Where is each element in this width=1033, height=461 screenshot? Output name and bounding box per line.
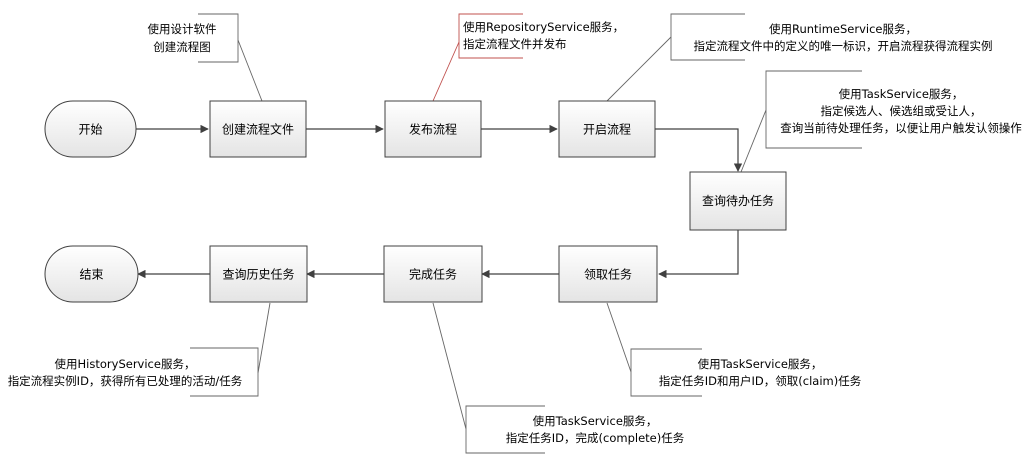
note-claim: 使用TaskService服务， 指定任务ID和用户ID，领取(claim)任务 xyxy=(659,357,862,388)
note-startproc: 使用RuntimeService服务， 指定流程文件中的定义的唯一标识，开启流程… xyxy=(694,22,993,53)
node-deploy-label: 发布流程 xyxy=(409,122,457,137)
node-complete-label: 完成任务 xyxy=(409,267,457,282)
note-history-line-2: 指定流程实例ID，获得所有已处理的活动/任务 xyxy=(8,374,243,388)
note-startproc-line-2: 指定流程文件中的定义的唯一标识，开启流程获得流程实例 xyxy=(694,39,993,53)
bracket-create xyxy=(198,13,239,63)
note-history: 使用HistoryService服务， 指定流程实例ID，获得所有已处理的活动/… xyxy=(8,357,243,388)
arrow-startproc-to-query xyxy=(655,128,743,172)
note-complete: 使用TaskService服务， 指定任务ID，完成(complete)任务 xyxy=(506,414,685,445)
note-query-line-2: 指定候选人、候选组或受让人， xyxy=(821,104,982,118)
note-leaders xyxy=(237,36,767,430)
node-claim: 领取任务 xyxy=(558,245,658,303)
note-deploy-line-2: 指定流程文件并发布 xyxy=(463,37,567,51)
node-query-label: 查询待办任务 xyxy=(702,193,774,208)
bracket-history xyxy=(190,347,259,397)
leader-query xyxy=(740,109,767,173)
node-create: 创建流程文件 xyxy=(209,100,307,158)
bracket-claim xyxy=(630,348,702,397)
bracket-deploy xyxy=(458,13,523,59)
note-deploy-line-1: 使用RepositoryService服务， xyxy=(463,20,624,34)
note-startproc-line-1: 使用RuntimeService服务， xyxy=(769,22,917,36)
leader-claim xyxy=(606,302,632,373)
note-history-line-1: 使用HistoryService服务， xyxy=(55,357,196,371)
note-query: 使用TaskService服务， 指定候选人、候选组或受让人， 查询当前待处理任… xyxy=(780,87,1022,135)
note-complete-line-1: 使用TaskService服务， xyxy=(533,414,658,428)
node-end-label: 结束 xyxy=(79,268,103,282)
node-start-label: 开始 xyxy=(78,123,102,137)
note-query-line-1: 使用TaskService服务， xyxy=(839,87,964,101)
node-history-label: 查询历史任务 xyxy=(222,267,294,282)
note-create: 使用设计软件 创建流程图 xyxy=(148,22,217,54)
note-claim-line-1: 使用TaskService服务， xyxy=(698,357,823,371)
note-complete-line-2: 指定任务ID，完成(complete)任务 xyxy=(506,431,685,445)
arrow-query-to-claim xyxy=(658,230,739,279)
note-create-line-1: 使用设计软件 xyxy=(148,22,217,36)
node-claim-label: 领取任务 xyxy=(584,267,632,282)
leader-deploy xyxy=(432,41,460,102)
node-startproc: 开启流程 xyxy=(558,100,656,158)
bracket-query xyxy=(765,70,862,149)
node-deploy: 发布流程 xyxy=(384,100,482,158)
note-brackets xyxy=(190,13,862,454)
node-end: 结束 xyxy=(44,245,139,303)
note-query-line-3: 查询当前待处理任务，以便让用户触发认领操作 xyxy=(780,121,1022,135)
leader-history xyxy=(257,302,271,374)
node-startproc-label: 开启流程 xyxy=(583,122,631,137)
leader-complete xyxy=(432,302,467,430)
flow-connectors xyxy=(136,124,743,279)
bracket-complete xyxy=(465,405,545,454)
note-deploy: 使用RepositoryService服务， 指定流程文件并发布 xyxy=(463,20,624,51)
bracket-startproc xyxy=(670,13,745,61)
node-start: 开始 xyxy=(44,100,137,158)
leader-startproc xyxy=(606,36,672,102)
node-complete: 完成任务 xyxy=(383,245,483,303)
note-claim-line-2: 指定任务ID和用户ID，领取(claim)任务 xyxy=(659,374,862,388)
leader-create xyxy=(237,39,263,102)
note-create-line-2: 创建流程图 xyxy=(153,40,211,54)
node-query: 查询待办任务 xyxy=(689,171,787,231)
node-history: 查询历史任务 xyxy=(209,245,308,303)
node-create-label: 创建流程文件 xyxy=(222,122,294,137)
